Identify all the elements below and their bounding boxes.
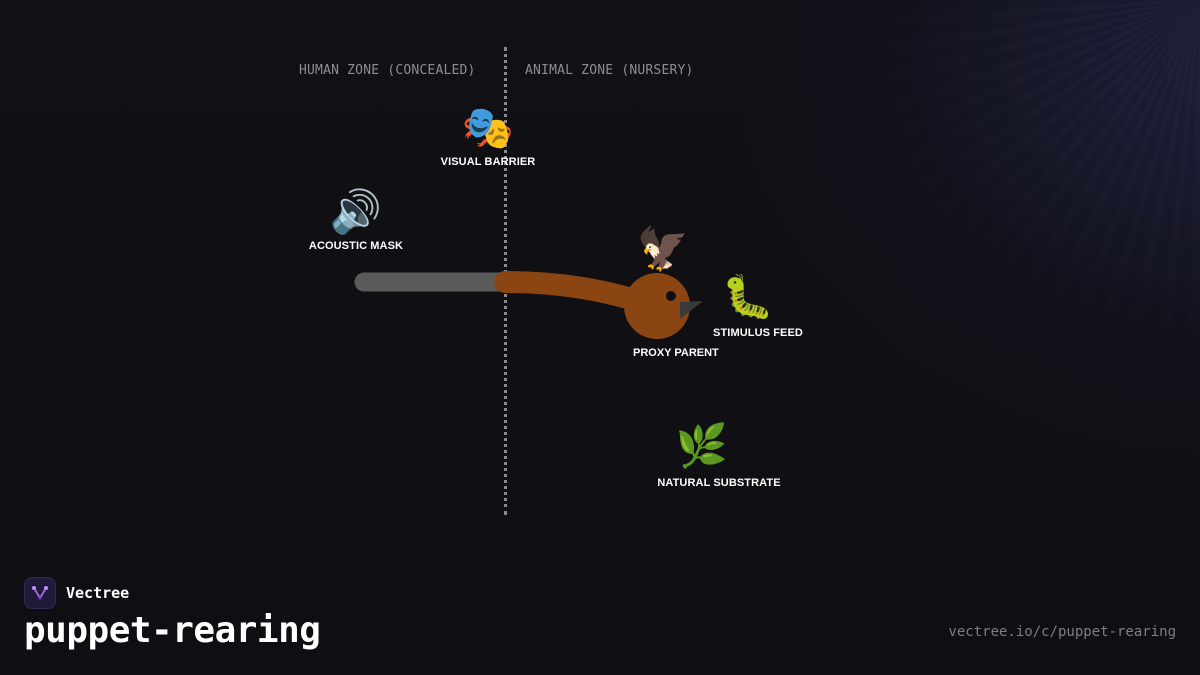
caterpillar-icon: 🐛 [721, 272, 775, 321]
natural-substrate-node: 🌿 NATURAL SUBSTRATE [623, 421, 781, 490]
acoustic-mask-node: 🔊 ACOUSTIC MASK [308, 187, 404, 253]
speaker-icon: 🔊 [329, 187, 383, 236]
visual-barrier-node: 🎭 VISUAL BARRIER [440, 103, 536, 169]
brand-name: Vectree [66, 584, 130, 602]
theater-masks-icon: 🎭 [461, 103, 515, 152]
stimulus-feed-node: 🐛 STIMULUS FEED [693, 272, 803, 340]
proxy-parent-icon-node: 🦅 [637, 225, 689, 273]
background-rays [680, 0, 1200, 560]
page-url[interactable]: vectree.io/c/puppet-rearing [948, 624, 1176, 640]
brand[interactable]: Vectree [24, 577, 129, 609]
herb-icon: 🌿 [675, 421, 729, 470]
visual-barrier-label: VISUAL BARRIER [440, 156, 536, 168]
proxy-parent-label: PROXY PARENT [633, 347, 719, 359]
puppet-eye [666, 291, 676, 301]
stimulus-feed-label: STIMULUS FEED [713, 327, 803, 339]
human-zone-label: HUMAN ZONE (CONCEALED) [299, 63, 476, 78]
puppet-beak [680, 301, 703, 319]
page-title: puppet-rearing [24, 610, 321, 651]
puppet-head [624, 273, 690, 339]
animal-zone-label: ANIMAL ZONE (NURSERY) [525, 63, 694, 78]
eagle-icon: 🦅 [636, 224, 690, 273]
acoustic-mask-label: ACOUSTIC MASK [308, 240, 404, 252]
natural-substrate-label: NATURAL SUBSTRATE [657, 477, 781, 489]
vectree-logo-icon [24, 577, 56, 609]
